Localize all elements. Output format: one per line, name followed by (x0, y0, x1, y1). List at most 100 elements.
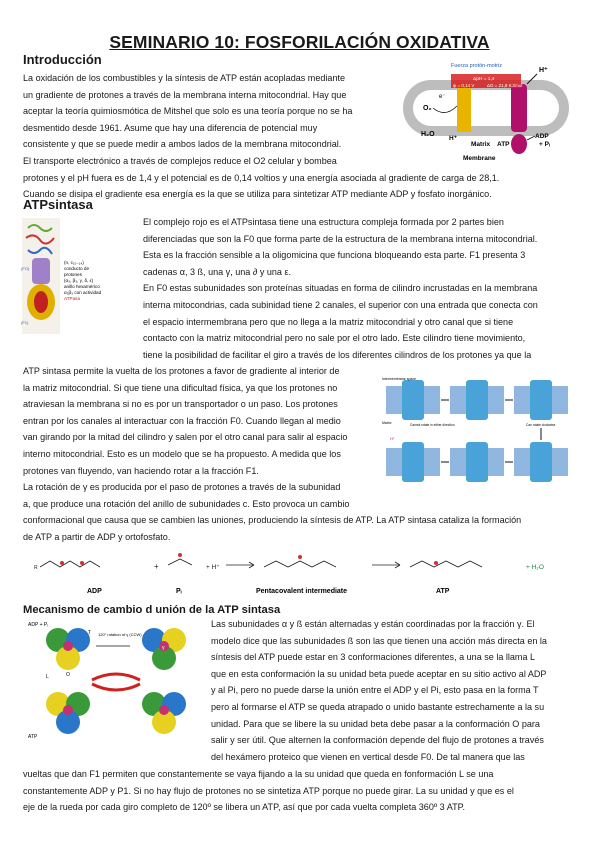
proton-label: H⁺ (390, 436, 395, 441)
panel-6 (514, 442, 568, 482)
dpsi-label: ψ = 0,14 V (453, 83, 474, 88)
rotor-1 (46, 628, 90, 670)
panel-2 (450, 380, 504, 420)
pmf-label: Fuerza protón-motriz (451, 63, 502, 69)
mecanismo-paragraph-side: Las subunidades α y ß están alternadas y… (211, 616, 547, 765)
complex-yellow (457, 84, 471, 132)
c-ring (466, 380, 488, 420)
proton-motive-force-figure: Fuerza protón-motriz ΔpH = 1,4 ψ = 0,14 … (403, 63, 569, 162)
gamma-shaft (159, 641, 169, 651)
membrane-label: Membrane (463, 155, 496, 162)
gamma-shaft (63, 641, 73, 651)
text-line: atraviesan la membrana si no es por un t… (23, 399, 338, 410)
c-ring (402, 442, 424, 482)
hplus-low-label: H⁺ (449, 135, 458, 142)
gamma-shaft (63, 705, 73, 715)
intermembrane-label: Intermembrane space (382, 377, 416, 381)
subunit-green (152, 646, 176, 670)
text-line: y al Pi, pero no puede darse la unión en… (211, 685, 539, 696)
text-line: tiene la posibilidad de facilitar el gir… (143, 349, 532, 360)
text-line: vueltas que dan F1 permiten que constant… (23, 769, 494, 779)
text-line: modelo dice que las subunidades ß son la… (211, 635, 547, 646)
legend-text: anillo hexamérico (64, 284, 100, 289)
text-line: que en esta conformación la su unidad be… (211, 668, 547, 679)
chain-bond (167, 558, 193, 566)
panel-5 (450, 442, 504, 482)
text-line: cadenas α, 3 ß, una γ, una ∂ y una ε. (143, 266, 292, 277)
r-group-label: R (34, 565, 38, 571)
adp-label: ADP (535, 133, 549, 140)
text-line: protones van fluyendo, van haciendo rota… (23, 465, 259, 476)
atp-label: ATP (28, 734, 38, 740)
text-line: ATP sintasa permite la vuelta de los pro… (23, 366, 340, 376)
h2o-label: H₂O (421, 131, 435, 138)
f1-label: (F1) (21, 320, 29, 325)
atp-reaction-figure: R + + H⁺ + H₂O ADP Pᵢ Pentacovalent inte… (34, 553, 544, 595)
reaction-arrow (394, 561, 401, 569)
pentacovalent-label: Pentacovalent intermediate (256, 588, 347, 595)
text-line: desmentido desde 1961. Asume que hay una… (23, 122, 318, 133)
c-ring (466, 442, 488, 482)
dg-label: ΔG = 21,8 KJ/mol (487, 83, 522, 88)
text-line: interna mitocondrias, cada subinidad tie… (143, 299, 538, 310)
text-line: La rotación de γ es producida por el pas… (23, 482, 341, 493)
rotor-4 (142, 692, 186, 734)
o-label: O (66, 672, 70, 678)
reaction-arrow (248, 561, 255, 569)
subunit-yellow (56, 646, 80, 670)
gamma-shaft (159, 705, 169, 715)
pi-label: Pᵢ (176, 588, 182, 595)
text-line: van girando por la mitad del cilindro y … (23, 432, 348, 443)
text-line: pero al formarse el ATP se queda atrapad… (211, 701, 545, 712)
text-line: el espacio intermembrana pero que no lle… (143, 316, 514, 327)
dph-label: ΔpH = 1,4 (473, 76, 495, 82)
gamma-subunit (34, 291, 48, 313)
legend-text: protones (64, 272, 83, 277)
text-line: Cuando se disipa el gradiente esa energí… (23, 189, 492, 200)
text-line: a, que produce una rotación del anillo d… (23, 498, 350, 509)
legend-text: ATPasa (64, 296, 80, 301)
text-line: Esta es la fracción sensible a la oligom… (143, 250, 526, 261)
panel-1: Intermembrane space Matrix Cannot rotate… (382, 377, 455, 427)
text-line: consistente y que se puede medir a ambos… (23, 139, 342, 150)
text-line: entran por los canales al interactuar co… (23, 415, 341, 426)
c-ring (530, 380, 552, 420)
matrix-label: Matrix (471, 141, 491, 148)
rotor-3 (46, 692, 90, 734)
atp-synthase-f1 (511, 134, 527, 154)
text-line: Las subunidades α y ß están alternadas y… (211, 619, 535, 629)
l-label: L (46, 674, 49, 680)
atp-synthase-structure-figure: (FO) (F1) (n, c₁₀₋₁₄) conducto de proton… (21, 218, 102, 334)
subunit-blue (56, 710, 80, 734)
rotation-mechanism-figure: Intermembrane space Matrix Cannot rotate… (382, 377, 568, 482)
adp-label: ADP (87, 588, 102, 595)
gradient-band (451, 74, 521, 88)
text-line: aceptar la teoría quimiosmótica de Mitsh… (23, 106, 353, 117)
f0-ring (32, 258, 50, 284)
text-line: La oxidación de los combustibles y la sí… (23, 73, 346, 83)
atp-synthase-complex (511, 84, 527, 132)
gamma-label: γ (162, 645, 165, 651)
helix-shape (27, 246, 53, 255)
text-line: En F0 estas subunidades son proteínas si… (143, 283, 538, 294)
text-line: conformacional que causa que se cambien … (23, 515, 522, 525)
subunit-yellow (152, 710, 176, 734)
text-line: la matriz mitocondrial. Si que tiene una… (23, 382, 338, 393)
text-line: interno mitocondrial. Esto es un modelo … (23, 448, 341, 459)
text-line: El transporte electrónico a través de co… (23, 155, 337, 166)
arrow (526, 135, 536, 141)
plus-sign: + (154, 562, 159, 571)
t-label: T (88, 630, 91, 636)
matrix-space (413, 90, 559, 126)
adp-pi-label: ADP + Pᵢ (28, 622, 48, 628)
o2-label: O₂ (423, 105, 432, 112)
cannot-rotate-label: Cannot rotate in either direction (410, 423, 455, 427)
page-title: SEMINARIO 10: FOSFORILACIÓN OXIDATIVA (109, 32, 490, 52)
oxygen-atom (298, 555, 302, 559)
helix-shape (27, 224, 53, 232)
text-line: de ATP a partir de ADP y ortofosfato. (23, 531, 171, 542)
chain-bond (263, 560, 337, 568)
rotation-arrow (91, 672, 141, 682)
rotor-2 (142, 628, 186, 670)
